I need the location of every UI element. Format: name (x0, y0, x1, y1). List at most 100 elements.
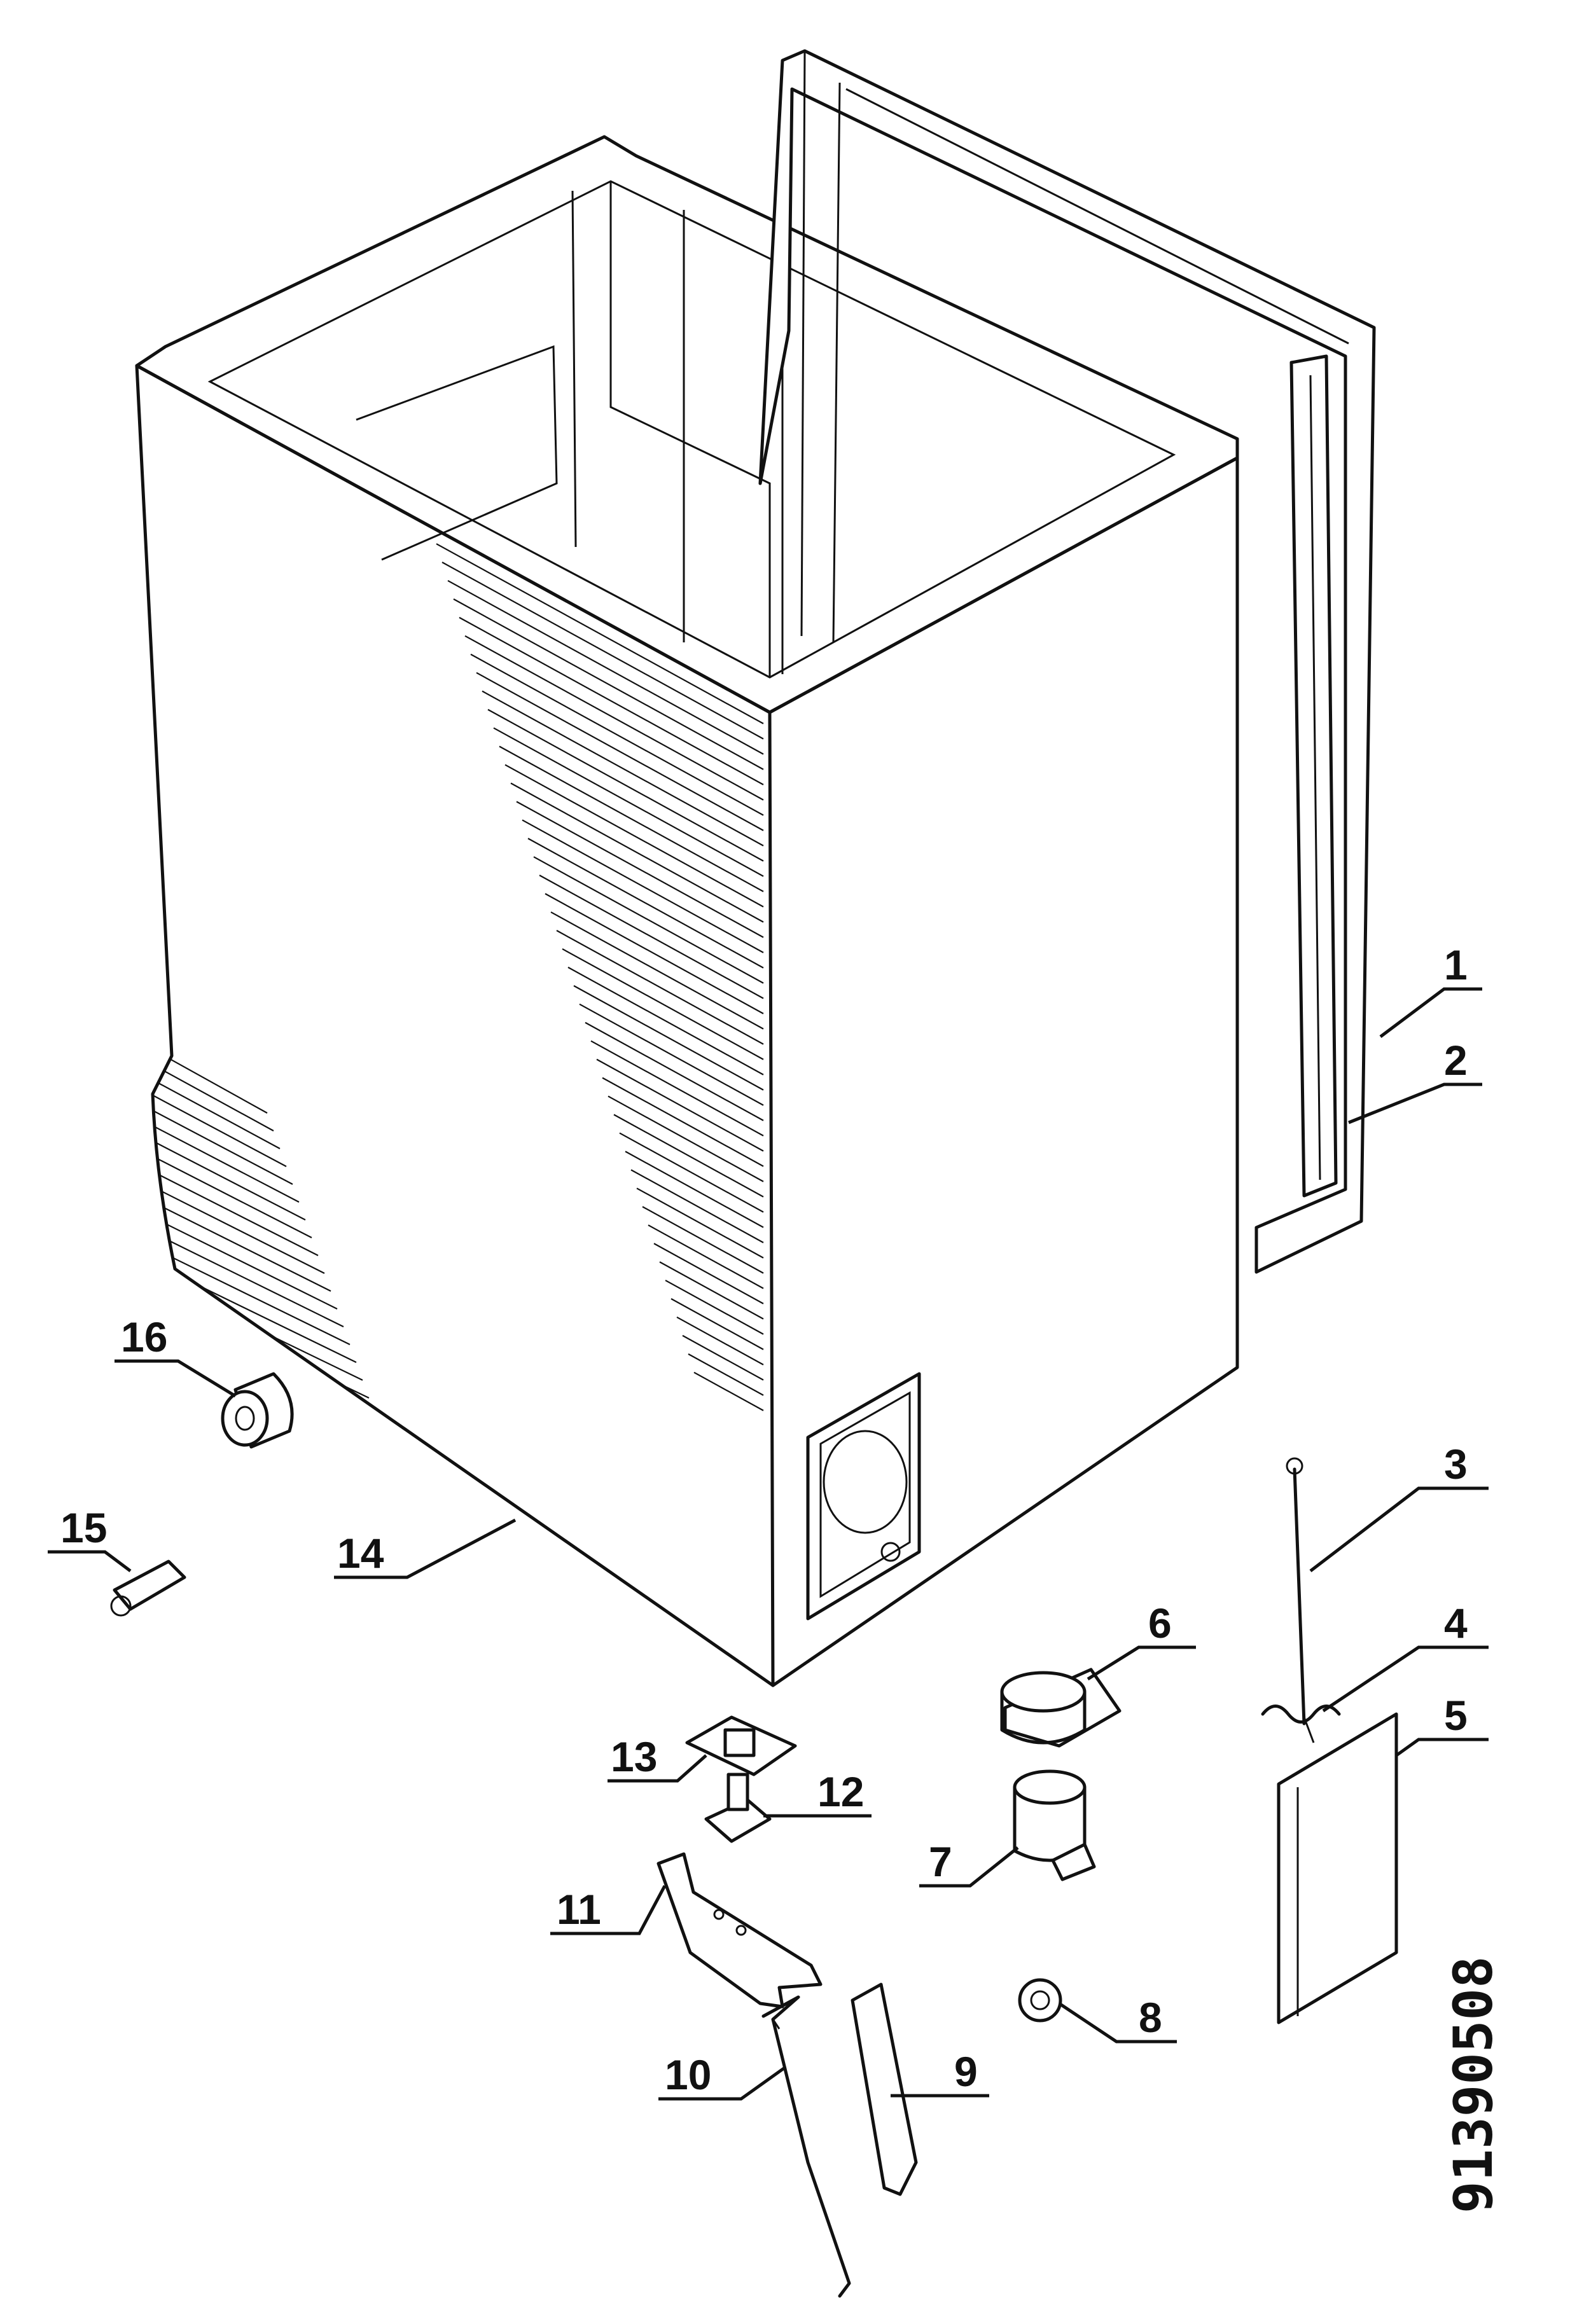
hatch-line (608, 1095, 764, 1182)
hatch-line (441, 562, 764, 740)
hatch-line (152, 1262, 357, 1363)
part-number-label: 3 (1444, 1441, 1468, 1488)
door-panel (758, 49, 1376, 1274)
hatch-line (613, 1114, 764, 1198)
filter-knob (1013, 1769, 1096, 1881)
hatch-line (152, 1095, 287, 1167)
hatch-line (539, 875, 764, 999)
hatch-line (636, 1187, 764, 1259)
hatch-line (585, 1021, 764, 1121)
part-number-label: 11 (557, 1886, 601, 1933)
callout-12: 12 (763, 1768, 872, 1818)
hatch-line (499, 745, 764, 892)
handle (110, 1560, 186, 1617)
callout-4: 4 (1322, 1600, 1489, 1713)
drawing-code: 91390508 (1442, 1956, 1504, 2213)
part-number-label: 6 (1148, 1600, 1172, 1647)
part-number-label: 8 (1139, 1994, 1162, 2041)
hatch-line (152, 1247, 351, 1345)
hatch-line (659, 1261, 764, 1320)
hatch-line (453, 598, 764, 770)
hatch-line (152, 1064, 274, 1131)
callout-9: 9 (891, 2048, 989, 2098)
hatch-line (693, 1371, 764, 1411)
filter-cover (1277, 1712, 1398, 2024)
hatch-line (682, 1334, 764, 1381)
hatch-line (533, 856, 764, 984)
part-number-label: 7 (929, 1838, 952, 1885)
hatch-line (579, 1003, 764, 1106)
hatch-line (152, 1079, 281, 1149)
hatch-line (464, 635, 764, 801)
foot-screw (704, 1773, 772, 1843)
part-number-label: 5 (1444, 1692, 1468, 1739)
hatch-line (619, 1132, 764, 1213)
hatch-line (653, 1243, 764, 1304)
hatch-line (527, 838, 764, 969)
part-number-label: 12 (817, 1768, 864, 1815)
part-number-label: 9 (954, 2048, 978, 2095)
part-number-label: 10 (665, 2051, 711, 2098)
hatch-line (470, 653, 764, 816)
callout-15: 15 (48, 1504, 132, 1572)
hinge-rod (1286, 1457, 1306, 1726)
hatch-line (688, 1353, 764, 1396)
hatch-line (625, 1151, 764, 1228)
hatch-line (152, 1232, 344, 1327)
foot-plate (685, 1715, 797, 1776)
nut (1018, 1978, 1062, 2023)
hatch-line (152, 1049, 268, 1114)
hatch-line (630, 1169, 764, 1243)
callout-1: 1 (1379, 941, 1482, 1038)
cabinet-body (135, 135, 1239, 1687)
hatch-line (152, 1156, 312, 1238)
callout-6: 6 (1087, 1600, 1196, 1681)
part-number-label: 16 (121, 1313, 167, 1360)
bracket-plate (657, 1852, 823, 2009)
part-number-label: 2 (1444, 1037, 1468, 1084)
part-number-label: 13 (611, 1733, 657, 1780)
hatch-line (459, 616, 764, 785)
hatch-line (152, 1217, 338, 1310)
hatch-line (487, 709, 764, 862)
hatch-line (602, 1077, 764, 1167)
part-number-label: 1 (1444, 941, 1468, 988)
hatch-line (556, 930, 764, 1045)
hatch-line (152, 1201, 331, 1292)
hatch-line (545, 893, 764, 1014)
filter-housing (1000, 1668, 1122, 1748)
hatch-line (670, 1298, 764, 1350)
hatch-line (152, 1110, 293, 1185)
hatch-line (476, 672, 764, 831)
wire-bracket (761, 1995, 851, 2298)
callout-10: 10 (658, 2051, 787, 2101)
roller (221, 1372, 294, 1449)
hatch-line (152, 1171, 319, 1256)
callout-11: 11 (550, 1885, 667, 1935)
hatch-line (436, 543, 764, 724)
callout-7: 7 (919, 1838, 1019, 1888)
callout-3: 3 (1309, 1441, 1489, 1572)
hinge-spring (1261, 1705, 1341, 1743)
hatch-line (504, 764, 764, 908)
hatch-line (550, 911, 764, 1030)
part-number-label: 4 (1444, 1600, 1468, 1647)
hatch-line (642, 1206, 764, 1274)
part-number-label: 15 (60, 1504, 107, 1551)
part-number-label: 14 (337, 1530, 384, 1577)
hatch-line (573, 985, 764, 1091)
hatch-line (590, 1040, 764, 1137)
hatch-line (648, 1224, 764, 1289)
hatch-line (522, 819, 764, 953)
callout-8: 8 (1058, 1994, 1177, 2044)
callout-14: 14 (334, 1518, 517, 1579)
hatch-line (665, 1280, 764, 1335)
callout-2: 2 (1348, 1037, 1482, 1124)
hatch-line (596, 1058, 764, 1152)
hatch-line (447, 579, 764, 755)
callout-5: 5 (1395, 1692, 1489, 1757)
clip (851, 1982, 918, 2196)
hatch-line (567, 966, 764, 1076)
hatch-line (676, 1316, 764, 1366)
